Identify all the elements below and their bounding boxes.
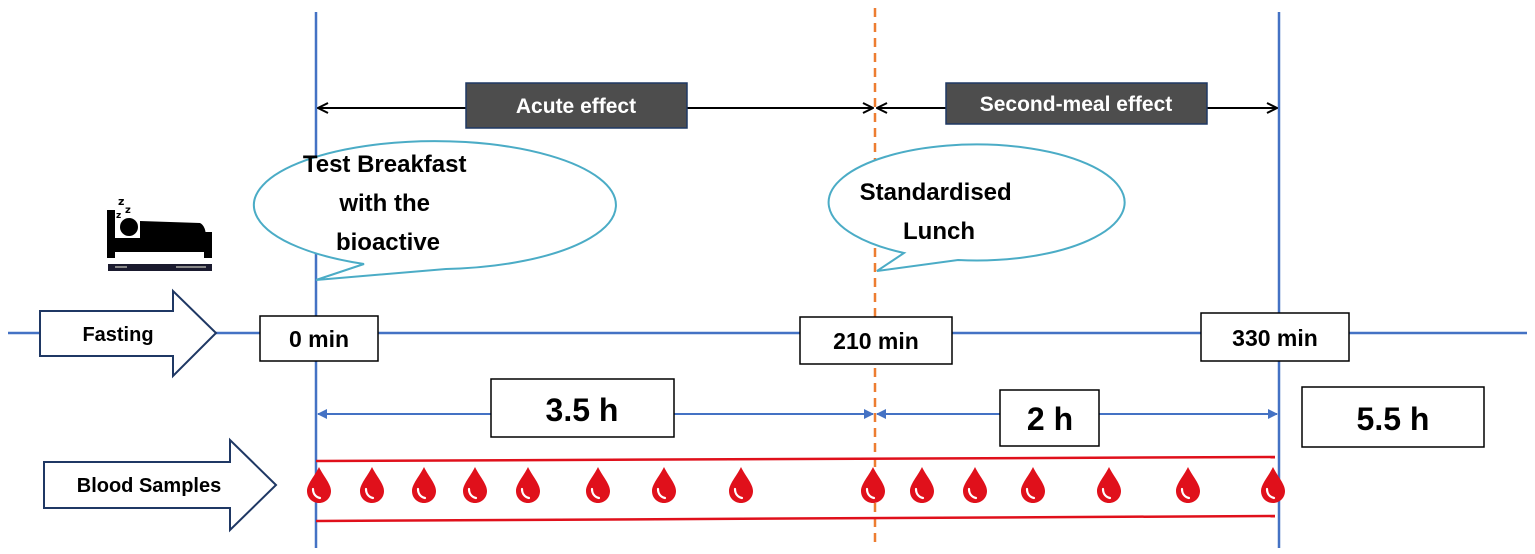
acute-effect-label: Acute effect: [516, 95, 636, 118]
sleeping-person-in-bed-icon: z z z: [107, 195, 212, 271]
fasting-label: Fasting: [82, 324, 153, 346]
svg-text:z: z: [125, 205, 131, 216]
blood-drop-icon: [908, 465, 936, 505]
blood-drop-icon: [1259, 465, 1287, 505]
blood-drop-icon: [1019, 465, 1047, 505]
blood-drop-icon: [1095, 465, 1123, 505]
lunch-callout: [827, 143, 1126, 272]
time-330-box: [1200, 312, 1350, 362]
blood-drop-icon: [1174, 465, 1202, 505]
blood-drop-icon: [410, 465, 438, 505]
time-0-label: 0 min: [289, 326, 349, 352]
time-210-label: 210 min: [833, 328, 919, 354]
lunch-callout-text: Standardised Lunch: [860, 179, 1019, 245]
blood-drop-icon: [305, 465, 333, 505]
second-meal-effect-box: [945, 82, 1208, 125]
blood-drop-icon: [961, 465, 989, 505]
duration-first-box: [490, 378, 675, 438]
acute-effect-box: [465, 82, 688, 129]
blood-drop-icon: [650, 465, 678, 505]
breakfast-line-1: Test Breakfast: [303, 151, 467, 178]
duration-second-box: [999, 389, 1100, 447]
duration-first-label: 3.5 h: [546, 392, 619, 428]
breakfast-line-2: with the: [338, 190, 430, 217]
lunch-line-2: Lunch: [903, 218, 975, 245]
fasting-arrow: [39, 288, 218, 379]
duration-second-label: 2 h: [1027, 401, 1073, 437]
blood-drop-icon: [584, 465, 612, 505]
blood-drop-icon: [514, 465, 542, 505]
second-meal-effect-label: Second-meal effect: [980, 93, 1173, 116]
time-0-box: [259, 315, 379, 362]
blood-drop-icon: [727, 465, 755, 505]
blood-drops: [305, 465, 1287, 505]
svg-text:z: z: [118, 195, 124, 208]
breakfast-callout-text: Test Breakfast with the bioactive: [303, 151, 473, 256]
breakfast-callout: [252, 140, 617, 281]
blood-samples-arrow: [43, 437, 278, 533]
svg-text:z: z: [116, 211, 121, 221]
blood-band-top-line: [315, 455, 1276, 463]
breakfast-line-3: bioactive: [336, 229, 440, 256]
blood-drop-icon: [461, 465, 489, 505]
blood-band-bottom-line: [315, 514, 1276, 523]
time-210-box: [799, 316, 953, 365]
blood-drop-icon: [859, 465, 887, 505]
duration-total-box: [1301, 386, 1485, 448]
lunch-line-1: Standardised: [860, 179, 1012, 206]
time-330-label: 330 min: [1232, 325, 1318, 351]
duration-total-label: 5.5 h: [1357, 401, 1430, 437]
blood-drop-icon: [358, 465, 386, 505]
blood-samples-label: Blood Samples: [77, 475, 221, 497]
